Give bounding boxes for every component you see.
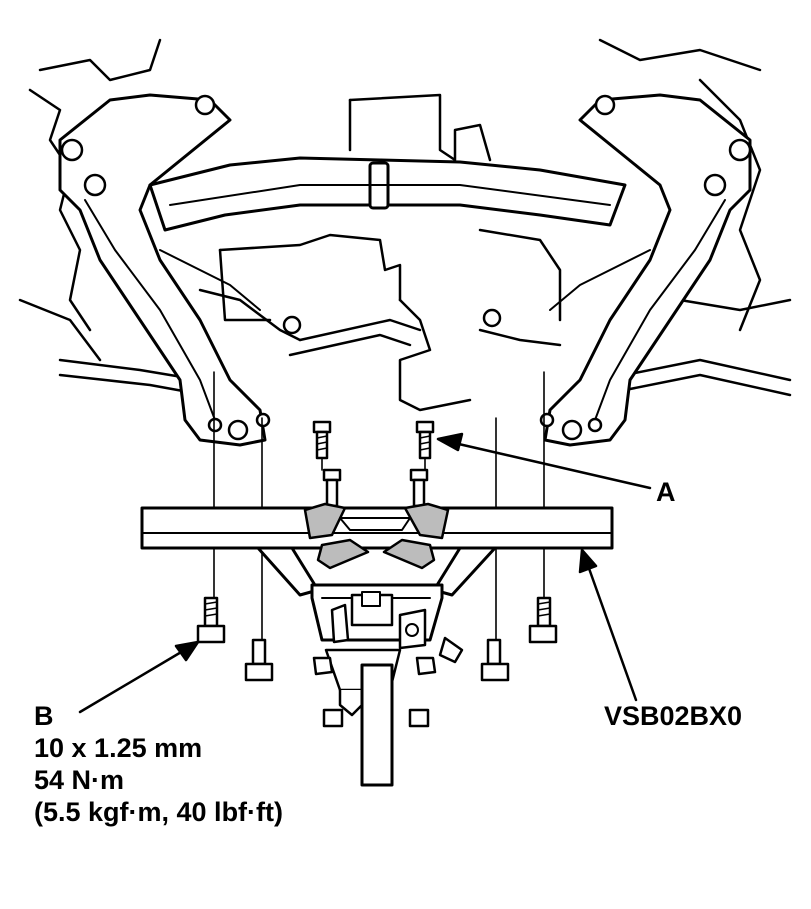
- callout-b-label: B: [34, 701, 54, 731]
- bolt-a-group: [312, 420, 435, 508]
- support-beam: [140, 502, 614, 597]
- torque-alt-spec: (5.5 kgf·m, 40 lbf·ft): [34, 797, 284, 827]
- callout-a-label: A: [656, 477, 676, 507]
- drawing-code-label: VSB02BX0: [604, 701, 743, 731]
- subframe-inner-lines: [84, 184, 726, 421]
- bolt-b-group: [196, 596, 558, 728]
- torque-nm-spec: 54 N·m: [34, 765, 125, 795]
- leader-arrows: [78, 432, 652, 714]
- bolt-b-spec-block: B 10 x 1.25 mm 54 N·m (5.5 kgf·m, 40 lbf…: [34, 700, 283, 828]
- subframe-bosses: [60, 94, 752, 441]
- jack-adapter: [310, 583, 464, 787]
- bolt-size-spec: 10 x 1.25 mm: [34, 733, 203, 763]
- front-subframe: [58, 93, 752, 447]
